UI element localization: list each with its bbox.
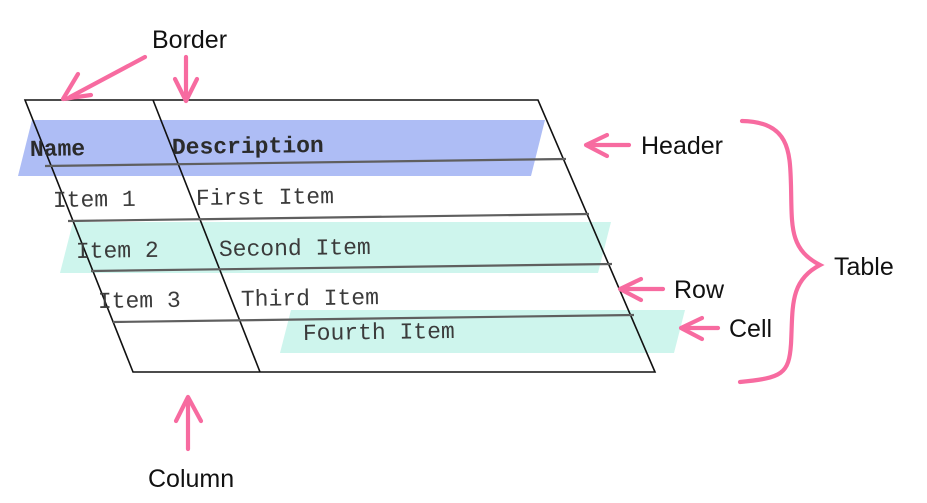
body-cell-name-1: Item 2 (76, 238, 159, 265)
annotation-label-cell: Cell (729, 315, 772, 343)
annotation-brace-table (737, 118, 825, 385)
annotation-arrow-cell (678, 315, 721, 342)
table-text-layer: Name Description Item 1 First Item Item … (30, 133, 455, 347)
body-cell-name-0: Item 1 (53, 187, 136, 214)
annotation-label-column: Column (148, 465, 234, 493)
body-cell-description-2: Third Item (241, 285, 379, 313)
annotation-arrow-border-diagonal (60, 54, 148, 102)
table-outer-border (23, 99, 657, 373)
header-cell-name: Name (30, 136, 86, 163)
row1-bottom-rule (67, 212, 590, 223)
annotation-label-header: Header (641, 132, 723, 160)
body-cell-name-2: Item 3 (98, 288, 181, 315)
annotation-arrow-border-vertical (172, 54, 200, 104)
annotation-arrow-column (173, 394, 204, 452)
table-wireframe (23, 99, 657, 373)
row3-bottom-rule (112, 313, 635, 324)
row-highlight-band-item2 (60, 222, 611, 273)
header-bottom-rule (44, 157, 567, 168)
annotation-arrow-row (617, 276, 666, 303)
body-cell-description-3: Fourth Item (303, 319, 455, 347)
body-cell-description-0: First Item (196, 184, 334, 212)
annotation-label-table: Table (834, 253, 894, 281)
row2-bottom-rule (90, 262, 613, 273)
annotation-arrow-header (583, 132, 632, 159)
header-cell-description: Description (172, 133, 324, 161)
annotation-label-row: Row (674, 276, 725, 304)
column-divider-line (152, 99, 261, 373)
annotation-label-border: Border (152, 26, 227, 54)
body-cell-description-1: Second Item (219, 235, 371, 263)
cell-highlight-band-fourth (280, 310, 685, 353)
